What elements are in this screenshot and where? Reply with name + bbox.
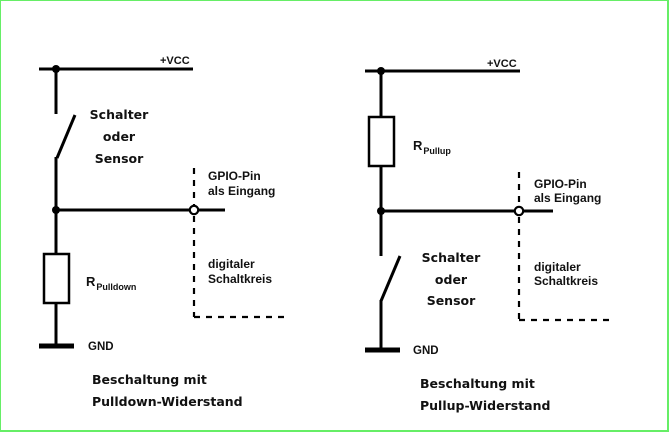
switch-label-line1: Schalter: [90, 107, 149, 122]
pin-label-line1: GPIO-Pin: [534, 177, 587, 191]
ground-label: GND: [413, 345, 439, 357]
switch-label-line2: oder: [103, 129, 136, 144]
pin-label-line2: als Eingang: [208, 184, 275, 198]
caption-line1: Beschaltung mit: [92, 372, 207, 387]
gpio-pin-icon: [513, 205, 525, 217]
resistor-label: RPullup: [413, 138, 451, 156]
vcc-label: +VCC: [160, 55, 190, 67]
vcc-label: +VCC: [487, 58, 517, 70]
switch-label-line3: Sensor: [95, 151, 144, 166]
gpio-pin-icon: [188, 204, 200, 216]
switch-label-line2: oder: [435, 272, 468, 287]
pin-label-line2: als Eingang: [534, 191, 601, 205]
switch-icon: [379, 255, 402, 302]
switch-label-line1: Schalter: [422, 250, 481, 265]
resistor-icon: [42, 252, 71, 305]
switch-label-line3: Sensor: [427, 293, 476, 308]
pullup-circuit: +VCC RPullup GPIO-Pin als Eingang digita…: [365, 58, 614, 413]
caption-line2: Pulldown-Widerstand: [92, 394, 243, 409]
resistor-icon: [367, 115, 396, 168]
caption-line1: Beschaltung mit: [420, 376, 535, 391]
block-label-line2: Schaltkreis: [208, 272, 272, 286]
block-label-line1: digitaler: [534, 260, 581, 274]
pulldown-circuit: +VCC Schalter oder Sensor GPIO-Pin als E…: [39, 55, 288, 409]
caption-line2: Pullup-Widerstand: [420, 398, 550, 413]
switch-icon: [55, 114, 77, 159]
block-label-line1: digitaler: [208, 257, 255, 271]
pin-label-line1: GPIO-Pin: [208, 169, 261, 183]
ground-label: GND: [88, 341, 114, 353]
block-label-line2: Schaltkreis: [534, 274, 598, 288]
resistor-label: RPulldown: [86, 274, 136, 292]
